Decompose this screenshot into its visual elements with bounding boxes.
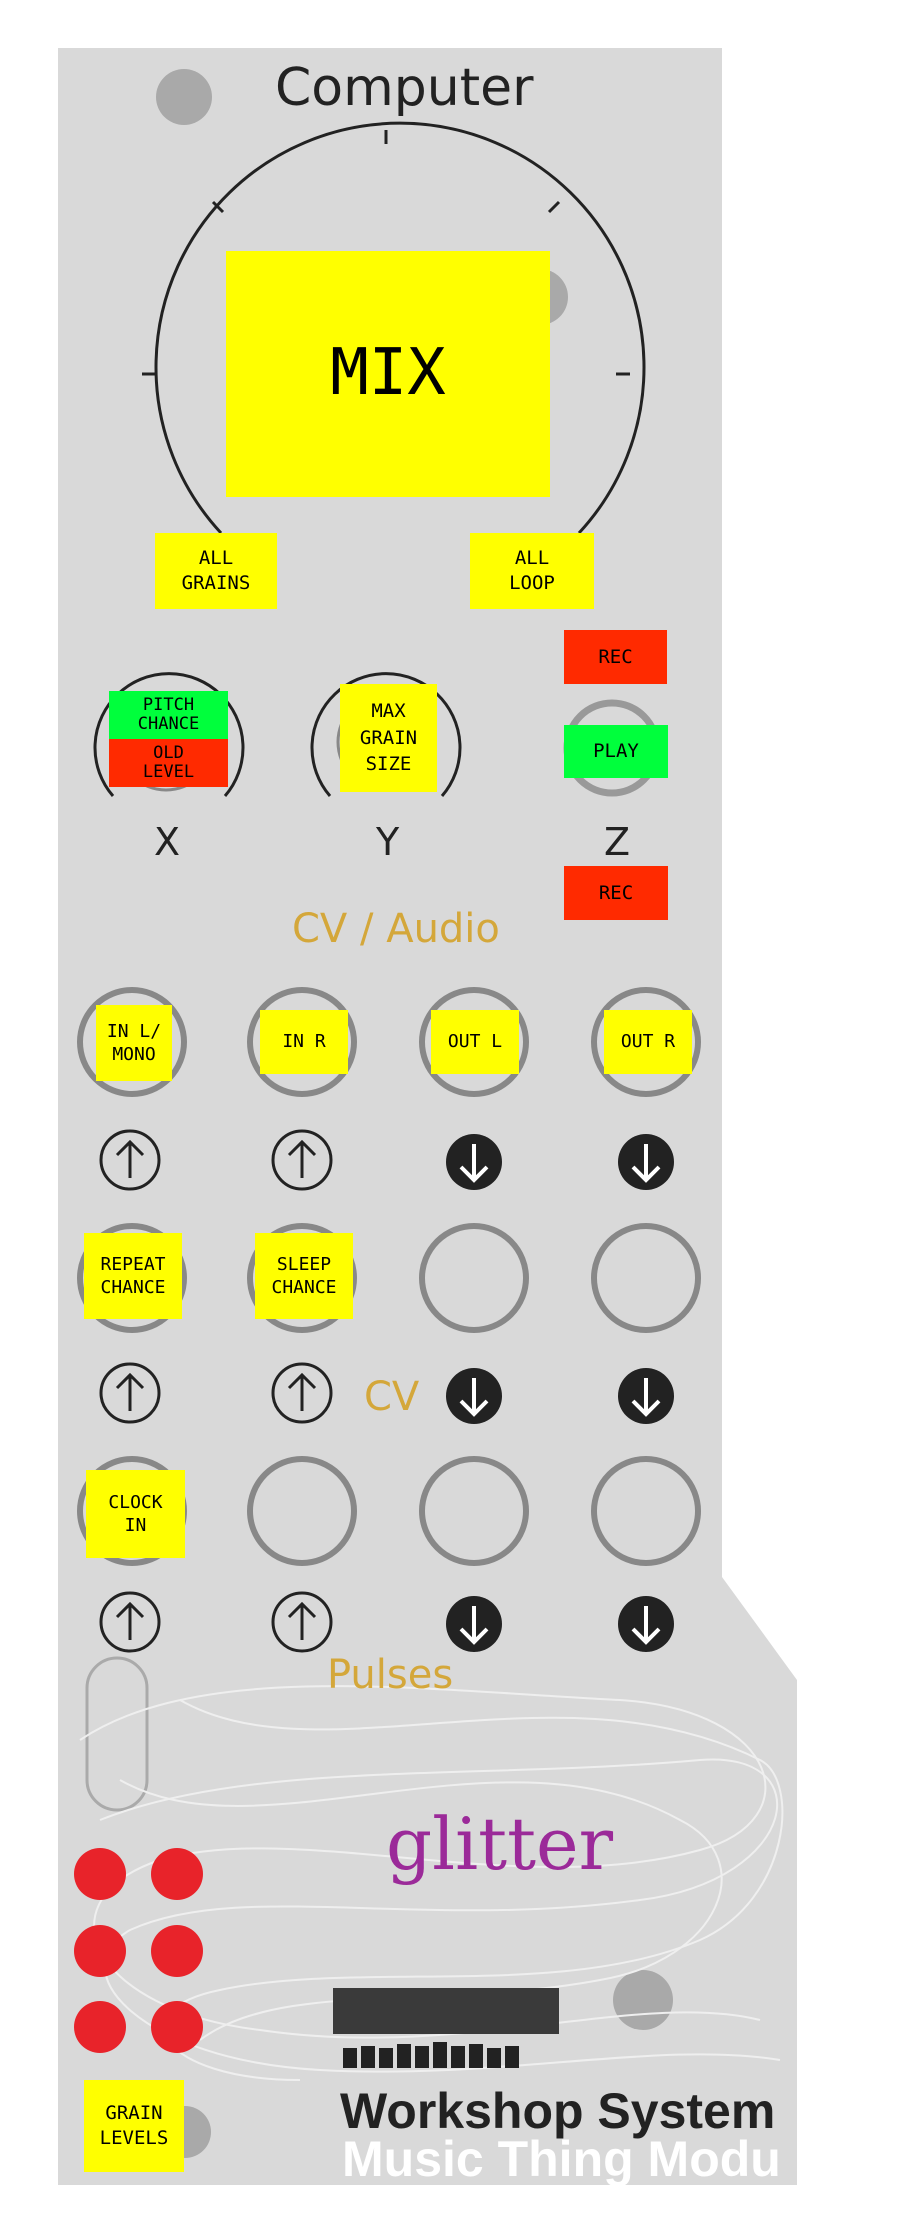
in-l-mono-label: IN L/ MONO [96,1005,172,1081]
jack-cv-out-1[interactable] [419,1223,529,1333]
led-4 [151,1925,203,1977]
x-knob-scale [93,672,245,797]
music-thing-label: Music Thing Modu [342,2131,781,2187]
play-button[interactable]: PLAY [564,725,668,778]
section-pulses: Pulses [327,1652,454,1698]
grain-slot [85,1656,149,1812]
jack-row-audio [77,987,701,1097]
y-knob-scale [310,672,462,797]
arrow-up-circle-icon [99,1129,333,1653]
arrow-down-circle-icon [446,1134,674,1652]
led-2 [151,1848,203,1900]
all-grains-button[interactable]: ALL GRAINS [155,533,277,609]
out-l-label: OUT L [431,1010,519,1074]
workshop-system-label: Workshop System [340,2083,776,2139]
jack-repeat-chance[interactable] [77,1223,187,1333]
jack-row-cv [77,1223,701,1333]
jack-out-l[interactable] [419,987,529,1097]
jack-in-r[interactable] [247,987,357,1097]
jack-out-r[interactable] [591,987,701,1097]
in-r-label: IN R [260,1010,348,1074]
led-3 [74,1925,126,1977]
led-5 [74,2001,126,2053]
mounting-screw-top [156,69,212,125]
jack-pulse-out-1[interactable] [419,1456,529,1566]
section-cv-audio: CV / Audio [292,906,500,952]
led-1 [74,1848,126,1900]
usb-port[interactable] [333,1988,559,2034]
y-knob-label: Y [376,820,400,864]
section-cv: CV [364,1374,420,1420]
grain-levels-label: GRAIN LEVELS [84,2080,184,2172]
jack-cv-out-2[interactable] [591,1223,701,1333]
sleep-chance-label: SLEEP CHANCE [255,1233,353,1319]
z-switch-label: Z [604,820,631,864]
main-knob-scale [154,121,646,535]
module-title: Computer [275,58,534,118]
pitch-chance-label: PITCH CHANCE [109,691,228,739]
out-r-label: OUT R [604,1010,692,1074]
jack-in-l-mono[interactable] [77,987,187,1097]
clock-in-label: CLOCK IN [86,1470,185,1558]
grain-level-leds [74,1848,203,2053]
led-6 [151,2001,203,2053]
music-thing-label-clip: Music Thing Modu [330,2130,797,2190]
glitter-logo: glitter [386,1802,614,1886]
all-loop-button[interactable]: ALL LOOP [470,533,594,609]
rec-top-button[interactable]: REC [564,630,667,684]
repeat-chance-label: REPEAT CHANCE [84,1233,182,1319]
jack-pulse-out-2[interactable] [591,1456,701,1566]
x-knob-label: X [154,820,181,864]
music-thing-logo-icon [343,2042,519,2068]
main-knob-ticks [142,130,630,376]
jack-sleep-chance[interactable] [247,1223,357,1333]
jack-pulse-in-2[interactable] [247,1456,357,1566]
rec-bottom-button[interactable]: REC [564,866,668,920]
usb-screw [613,1970,673,2030]
max-grain-size-knob[interactable]: MAX GRAIN SIZE [340,684,437,792]
old-level-label: OLD LEVEL [109,739,228,787]
mix-knob[interactable]: MIX [226,251,550,497]
